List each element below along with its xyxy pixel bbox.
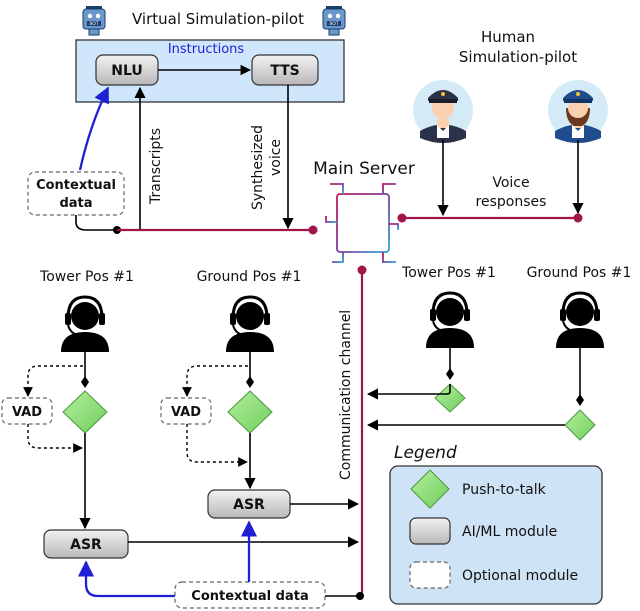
- ground-pos-left-label: Ground Pos #1: [197, 269, 302, 285]
- communication-channel-top-joint: [357, 265, 367, 275]
- server-bus-right-joint: [397, 213, 407, 223]
- instructions-label: Instructions: [168, 42, 245, 57]
- robot-badge-right: BOT: [329, 21, 339, 27]
- legend-optional-label: Optional module: [462, 568, 578, 584]
- synthesized-line1: Synthesized: [250, 125, 266, 210]
- virtual-pilot-group: BOT Virtual Simulation-pilot BOT Instruc…: [75, 6, 346, 103]
- contextual-to-asr-tower-arrow: [77, 560, 175, 598]
- controller-tower-right-icon: [426, 291, 474, 348]
- nlu-label: NLU: [111, 63, 143, 79]
- legend-ai-ml-icon: [409, 517, 451, 545]
- tower-right-to-channel-arrow: [366, 384, 451, 400]
- contextual-top-line2: data: [59, 196, 92, 211]
- main-server-icon: [322, 180, 404, 266]
- contextual-bottom-joint: [356, 592, 364, 600]
- transcripts-label: Transcripts: [148, 128, 164, 205]
- ground-left-push-to-talk: [227, 390, 273, 434]
- tower-right-node: [446, 368, 454, 380]
- tts-module: [251, 54, 319, 86]
- legend-push-to-talk-label: Push-to-talk: [462, 482, 547, 498]
- human-pilot-line1: Human: [481, 28, 535, 46]
- contextual-bottom-label: Contextual data: [191, 589, 308, 604]
- contextual-top-line1: Contextual: [36, 178, 116, 193]
- controller-ground-right-icon: [556, 291, 604, 348]
- legend-ai-ml-label: AI/ML module: [462, 524, 557, 540]
- tower-pos-left-label: Tower Pos #1: [39, 269, 134, 285]
- vad-tower-left-label: VAD: [12, 405, 42, 420]
- tts-label: TTS: [270, 63, 300, 79]
- tower-pos-right-label: Tower Pos #1: [401, 265, 496, 281]
- server-bus-left-joint: [308, 225, 318, 235]
- tower-left-to-vad-arrow: [23, 365, 83, 397]
- human-pilot-line2: Simulation-pilot: [459, 48, 577, 66]
- vad-ground-left-label: VAD: [171, 405, 201, 420]
- ground-pos-right-label: Ground Pos #1: [527, 265, 632, 281]
- pilot-avatar-male-icon: [413, 80, 473, 143]
- vad-ground-left: [160, 397, 212, 425]
- legend-title: Legend: [394, 443, 457, 463]
- asr-ground-label: ASR: [233, 497, 265, 513]
- legend: Legend Push-to-talk AI/ML module Optiona…: [389, 443, 603, 605]
- legend-optional-icon: [409, 561, 451, 589]
- asr-tower-module: [43, 529, 129, 559]
- vad-tower-left: [1, 397, 53, 425]
- contextual-top-connector: [75, 215, 116, 231]
- pilot-avatar-female-icon: [548, 80, 608, 143]
- tower-left-node: [81, 376, 89, 388]
- human-pilot-bus-joint: [573, 213, 583, 223]
- ground-left-node: [246, 376, 254, 388]
- virtual-pilot-title: Virtual Simulation-pilot: [132, 10, 304, 28]
- communication-channel-label: Communication channel: [338, 310, 354, 480]
- ground-right-push-to-talk: [564, 409, 596, 441]
- tower-left-push-to-talk: [62, 390, 108, 434]
- synthesized-line2: voice: [268, 139, 284, 176]
- controller-ground-left-icon: [226, 295, 274, 352]
- ground-left-to-vad-arrow: [182, 365, 248, 397]
- contextual-data-top: [27, 171, 125, 216]
- robot-icon-right: BOT: [322, 6, 346, 36]
- robot-icon-left: BOT: [82, 6, 106, 36]
- vad-tower-left-out-arrow: [27, 424, 83, 453]
- robot-badge-left: BOT: [89, 21, 99, 27]
- voice-responses-line1: Voice: [492, 175, 529, 191]
- main-server-title: Main Server: [313, 159, 415, 179]
- legend-push-to-talk-icon: [410, 469, 450, 509]
- controller-tower-left-icon: [61, 295, 109, 352]
- contextual-to-nlu-arrow: [78, 86, 110, 171]
- vad-ground-left-out-arrow: [186, 424, 248, 467]
- ground-right-node: [576, 394, 584, 406]
- asr-tower-label: ASR: [70, 537, 102, 553]
- voice-responses-line2: responses: [476, 194, 547, 210]
